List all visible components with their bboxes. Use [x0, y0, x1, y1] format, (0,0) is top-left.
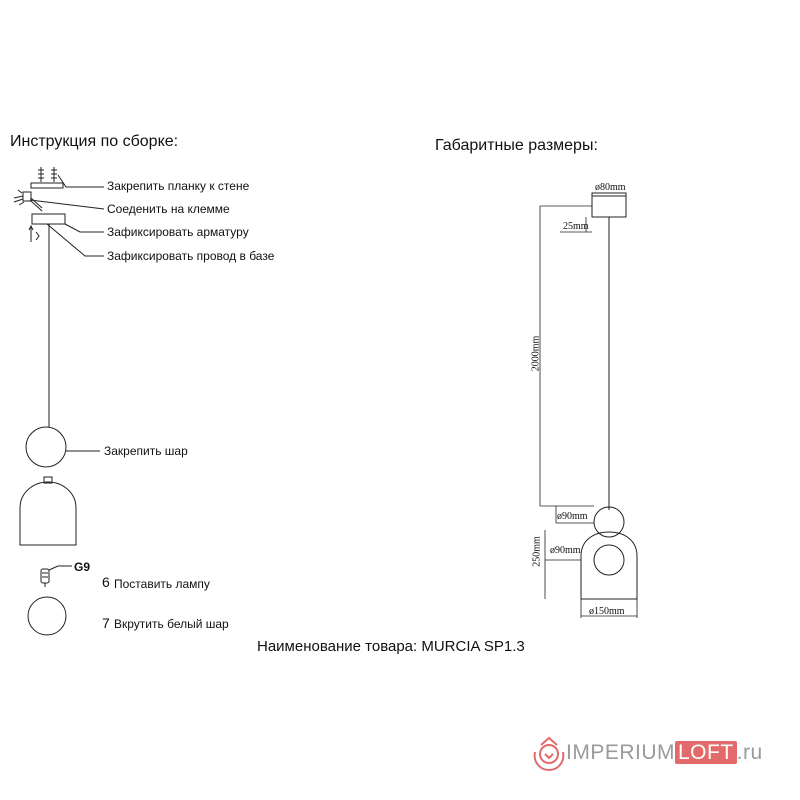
dim-ball: [593, 506, 625, 538]
step-2-label: Соеденить на клемме: [107, 202, 230, 216]
dim-150-lines: [580, 599, 638, 618]
glass-ball: [25, 426, 67, 468]
leader-g9: [48, 565, 72, 571]
ball-diameter-label: ø90mm: [557, 511, 588, 522]
canopy-diameter-label: ø80mm: [595, 182, 626, 193]
dim-canopy: [591, 192, 627, 218]
g9-bulb: [40, 568, 50, 587]
dim-2000-lines: [539, 205, 594, 507]
step-5-label: Закрепить шар: [104, 444, 188, 458]
canopy-arrow: [28, 224, 40, 242]
watermark-part1: IMPERIUM: [566, 741, 675, 764]
canopy-height-label: 25mm: [563, 221, 589, 232]
step-7-label: Вкрутить белый шар: [114, 617, 229, 631]
wire-connector: [13, 189, 43, 212]
dim-25-lines: [560, 217, 592, 233]
dim-ball-lines: [555, 506, 594, 524]
dim-250-lines: [544, 530, 581, 599]
inner-ball-diameter-label: ø90mm: [550, 545, 581, 556]
step-7-number: 7: [102, 615, 110, 631]
imperium-emblem: [533, 736, 565, 772]
watermark-part2: LOFT: [675, 741, 737, 764]
shade-height-label: 250mm: [531, 536, 543, 567]
product-name: Наименование товара: MURCIA SP1.3: [257, 638, 525, 655]
cable-length-label: 2000mm: [530, 335, 542, 372]
white-ball: [27, 596, 67, 636]
mounting-bar: [30, 182, 64, 189]
step-4-label: Зафиксировать провод в базе: [107, 249, 275, 263]
lamp-type-label: G9: [74, 560, 91, 574]
assembly-title: Инструкция по сборке:: [10, 133, 179, 150]
leader-step3: [64, 223, 104, 233]
step-1-label: Закрепить планку к стене: [107, 179, 250, 193]
dim-shade: [580, 531, 638, 600]
canopy: [31, 213, 66, 225]
step-6-label: Поставить лампу: [114, 577, 210, 591]
step-3-label: Зафиксировать арматуру: [107, 225, 249, 239]
glass-shade: [19, 476, 77, 546]
leader-step2: [29, 199, 105, 210]
screw-right: [51, 167, 57, 182]
screw-left: [38, 167, 44, 182]
step-6-number: 6: [102, 574, 110, 590]
shade-diameter-label: ø150mm: [589, 606, 625, 617]
dimensions-title: Габаритные размеры:: [435, 137, 598, 154]
leader-step4: [46, 223, 104, 257]
leader-step1: [57, 174, 104, 188]
watermark-part3: .ru: [736, 741, 763, 764]
